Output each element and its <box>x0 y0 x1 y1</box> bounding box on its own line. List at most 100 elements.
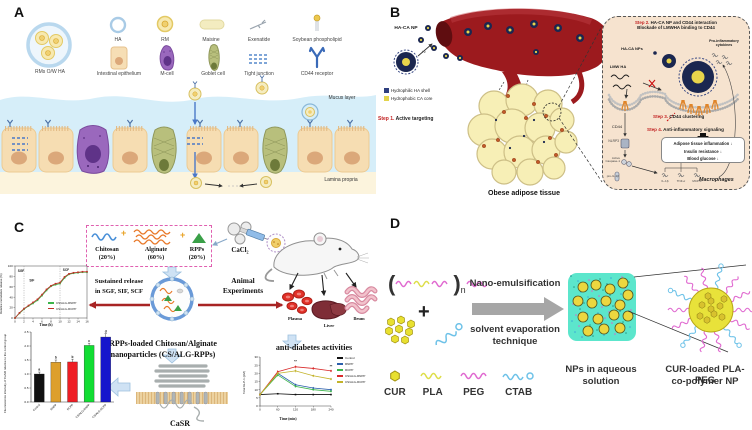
step1-prefix: Step 1. <box>378 116 395 122</box>
svg-text:10: 10 <box>254 388 258 392</box>
rpps-icon <box>192 233 206 243</box>
rm-label: RM <box>161 37 169 43</box>
anti-diabetes-label: anti-diabetes activities <box>275 343 353 352</box>
pla-legend-icon <box>420 372 442 380</box>
glp1-legend-swatch-1 <box>337 357 343 359</box>
step2-text: HA-CA NP and CD44 interaction <box>649 20 717 25</box>
svg-text:0: 0 <box>14 320 16 324</box>
blood-vessel <box>436 8 611 77</box>
svg-text:25: 25 <box>254 363 258 367</box>
svg-text:4: 4 <box>32 320 34 324</box>
technique-label: technique <box>492 336 538 347</box>
nlrp3-label: NLRP3 <box>608 139 619 143</box>
ha-icon <box>109 16 127 34</box>
inset-art <box>607 51 741 182</box>
macrophages-label: Macrophages <box>699 177 734 183</box>
rm-icon <box>156 15 174 33</box>
svg-text:CS/ALG-RNPP: CS/ALG-RNPP <box>75 403 91 419</box>
step3-prefix: Step 3. <box>653 114 669 119</box>
plasma-label: Plasma <box>288 316 302 321</box>
nps-solution-label-1: NPs in aqueous <box>565 364 637 375</box>
release-xlabel: Time (h) <box>39 323 53 327</box>
ha-ca-np-icon <box>393 49 419 75</box>
magnifier-lines <box>627 264 747 353</box>
ileum-label: Ileum <box>353 316 365 321</box>
svg-text:RNPP: RNPP <box>49 403 57 411</box>
svg-text:80: 80 <box>9 275 13 279</box>
pro-il-icon <box>614 171 620 182</box>
hydrophobic-core-label: Hydrophobic CA core <box>391 95 433 101</box>
outcome-glucose: Blood glucose ↓ <box>687 156 719 162</box>
step2-prefix: Step 2. <box>635 20 650 25</box>
cs-alg-np-icon <box>149 276 195 322</box>
cd44-receptor-label: CD44 receptor <box>300 71 334 77</box>
m-cell-icon <box>159 45 175 71</box>
svg-text:6: 6 <box>41 320 43 324</box>
obese-adipose-tissue <box>467 83 578 186</box>
svg-text:SCF: SCF <box>63 268 69 272</box>
casr-bar-chart: 0.00.51.01.52.02.5aControlbRNPPbRCPPcCS/… <box>24 329 114 419</box>
copolymer-formula: ( ) n <box>388 271 490 297</box>
epithelium-scene <box>0 75 376 194</box>
rpps-label: RPPs <box>189 246 205 253</box>
intestinal-epithelium-label: Intestinal epithelium <box>96 71 142 77</box>
chitosan-label: Chitosan <box>95 246 119 253</box>
svg-text:2.5: 2.5 <box>24 330 29 334</box>
rms-ow-ha-icon <box>26 22 72 68</box>
cur-legend-item: CUR <box>384 369 406 398</box>
panel-d: D ( ) n + Nano-emulsification solvent ev… <box>376 215 752 430</box>
casr-label: CaSR <box>169 419 190 428</box>
ha-ca-np-label: HA-CA NP <box>394 26 418 31</box>
svg-text:**: ** <box>330 365 333 369</box>
lmw-ha-icon <box>610 74 632 90</box>
hydrophilic-shell-label: Hydrophilic HA shell <box>391 88 431 93</box>
circulating-nanoparticles <box>418 20 584 61</box>
chitosan-pct: (20%) <box>98 254 116 261</box>
peg-legend-icon <box>460 372 487 380</box>
glp1-legend: Control RNPP RCPP CS/ALG-RNPP CS/ALG-RCP… <box>337 356 365 387</box>
outcome-box: Adipose tissue inflammation ↓ Insulin re… <box>661 137 745 163</box>
aqueous-solution-box <box>568 273 636 341</box>
svg-text:**: ** <box>294 360 297 364</box>
outcome-insulin: Insulin resistance ↓ <box>684 148 722 154</box>
cur-legend-label: CUR <box>384 387 406 398</box>
peg-tail-icon <box>466 280 488 288</box>
animal-label-2: Experiments <box>222 286 264 295</box>
cacl2-icon <box>227 222 241 236</box>
hydrophobic-core-swatch <box>384 95 389 101</box>
svg-text:RCPP: RCPP <box>66 403 74 411</box>
nanoparticles <box>188 75 319 189</box>
pla-legend-item: PLA <box>420 369 446 398</box>
goblet-cell-1 <box>151 126 177 174</box>
alginate-label: Alginate <box>144 246 168 253</box>
peg-legend-item: PEG <box>460 369 488 398</box>
inset-np-label: HA-CA NPs <box>621 46 643 51</box>
ctab-legend-label: CTAB <box>505 387 533 398</box>
mcp1-label: MCP-1 <box>692 179 702 183</box>
panel-c-label: C <box>14 219 25 235</box>
svg-text:14: 14 <box>76 320 80 324</box>
svg-text:0: 0 <box>256 404 258 408</box>
svg-text:1.0: 1.0 <box>24 372 29 376</box>
svg-text:b: b <box>55 356 57 360</box>
svg-text:Control: Control <box>32 403 41 412</box>
glp1-legend-swatch-2 <box>337 363 343 365</box>
panel-b-legend: Hydrophilic HA shell Hydrophobic CA core <box>384 88 433 103</box>
release-legend-label-1: CS/ALG-RNPP <box>56 301 77 305</box>
step1-label: Step 1. Active targeting <box>378 116 433 122</box>
caspase-label: Active Caspase-1 <box>605 156 620 164</box>
goblet-cell-2 <box>262 126 288 174</box>
block-arrow-left-icon <box>107 377 131 397</box>
exenatide-label: Exenatide <box>247 37 271 43</box>
svg-text:d: d <box>105 329 107 333</box>
cell-membrane <box>607 90 741 109</box>
plus-icon-2: + <box>180 230 186 240</box>
liver-label: Liver <box>323 323 335 328</box>
maisine-icon <box>199 19 225 30</box>
svg-text:100: 100 <box>8 264 13 268</box>
panel-a: A RMs O/W HA HA RM Maisine Exenatide Soy… <box>0 0 376 215</box>
tight-junction-icon <box>249 54 269 64</box>
panel-b-label: B <box>390 4 401 20</box>
nps-solution-label-2: solution <box>582 376 620 387</box>
tnfa-label: TNF-α <box>676 179 686 183</box>
